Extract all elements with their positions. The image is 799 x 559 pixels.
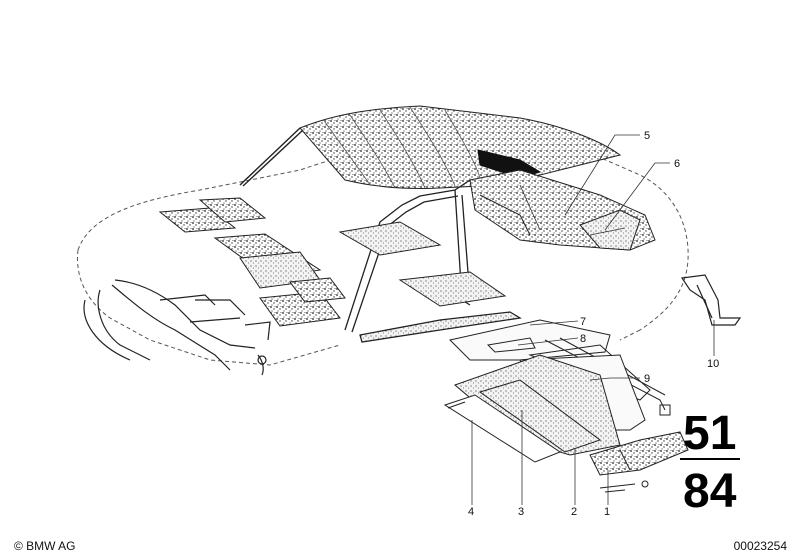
callout-6: 6 (674, 158, 680, 170)
callout-5: 5 (644, 130, 650, 142)
copyright-label: © BMW AG (14, 539, 76, 553)
callout-8: 8 (580, 333, 586, 345)
group-number-bottom: 84 (683, 465, 737, 518)
part-6-rear-trim (579, 209, 641, 251)
callout-2: 2 (571, 506, 577, 518)
windshield-frame (239, 127, 304, 187)
headliner (299, 105, 622, 190)
rear-carpet-parts (443, 354, 621, 463)
part-1-bracket (589, 431, 689, 493)
callout-7: 7 (580, 316, 586, 328)
front-floor-mats (158, 197, 507, 327)
callout-10: 10 (707, 358, 719, 370)
group-number-top: 51 (683, 407, 736, 460)
leader-lines (471, 134, 715, 505)
front-footwell-assembly (83, 279, 271, 376)
callout-4: 4 (468, 506, 474, 518)
callout-labels: 1 2 3 4 5 6 7 8 9 10 (468, 130, 719, 518)
callout-3: 3 (518, 506, 524, 518)
callout-1: 1 (604, 506, 610, 518)
group-number: 51 84 (680, 407, 740, 518)
callout-9: 9 (644, 373, 650, 385)
image-id-label: 00023254 (733, 539, 787, 553)
part-10-bracket (680, 274, 742, 326)
